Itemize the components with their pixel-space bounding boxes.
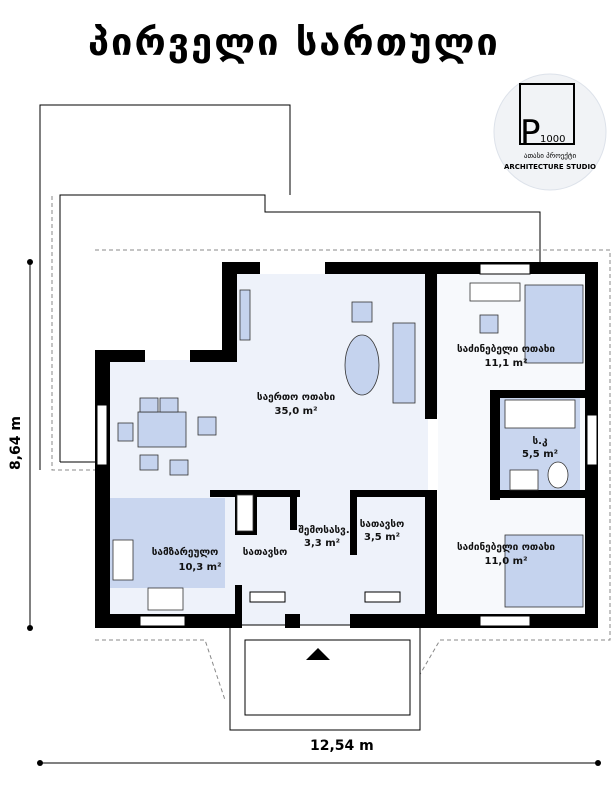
- svg-text:საძინებელი ოთახი: საძინებელი ოთახი: [457, 343, 555, 355]
- svg-text:1000: 1000: [540, 134, 565, 145]
- svg-text:12,54 m: 12,54 m: [310, 738, 374, 754]
- architecture-studio-logo: P 1000 ათასი პროექტი ARCHITECTURE STUDIO: [493, 73, 607, 191]
- room-living: საერთო ოთახი 35,0 m²: [257, 391, 336, 417]
- entrance-arrow-icon: [306, 648, 330, 660]
- floor-fill: [108, 274, 588, 731]
- furniture: [112, 282, 584, 611]
- svg-text:სათავსო: სათავსო: [360, 518, 405, 530]
- room-bathroom: ს.კ 5,5 m²: [522, 435, 558, 460]
- windows: [96, 263, 598, 627]
- dimension-depth: 8,64 m: [8, 259, 33, 631]
- room-bedroom-2: საძინებელი ოთახი 11,0 m²: [457, 541, 555, 567]
- svg-text:ს.კ: ს.კ: [532, 435, 547, 447]
- room-bedroom-1: საძინებელი ოთახი 11,1 m²: [457, 343, 555, 369]
- svg-text:შემოსასვ.: შემოსასვ.: [298, 524, 349, 536]
- svg-text:სათავსო: სათავსო: [243, 546, 288, 558]
- svg-text:3,5 m²: 3,5 m²: [364, 532, 400, 543]
- room-storage-2: სათავსო 3,5 m²: [360, 518, 405, 543]
- svg-text:11,0 m²: 11,0 m²: [485, 556, 528, 567]
- roof-outline: [51, 196, 611, 701]
- svg-text:საძინებელი ოთახი: საძინებელი ოთახი: [457, 541, 555, 553]
- svg-text:35,0 m²: 35,0 m²: [275, 406, 318, 417]
- svg-text:5,5 m²: 5,5 m²: [522, 449, 558, 460]
- room-kitchen: სამზარეულო 10,3 m²: [152, 546, 222, 573]
- room-storage-1: სათავსო: [243, 546, 288, 558]
- svg-text:8,64 m: 8,64 m: [8, 416, 24, 470]
- svg-text:11,1 m²: 11,1 m²: [485, 358, 528, 369]
- terrace: [39, 104, 541, 470]
- svg-text:ARCHITECTURE STUDIO: ARCHITECTURE STUDIO: [504, 163, 596, 171]
- svg-text:საერთო ოთახი: საერთო ოთახი: [257, 391, 336, 403]
- page-title: პირველი სართული: [88, 20, 500, 64]
- svg-text:10,3 m²: 10,3 m²: [179, 562, 222, 573]
- svg-text:3,3 m²: 3,3 m²: [304, 538, 340, 549]
- svg-text:სამზარეულო: სამზარეულო: [152, 546, 219, 558]
- svg-text:ათასი პროექტი: ათასი პროექტი: [524, 151, 577, 160]
- room-entrance: შემოსასვ. 3,3 m²: [298, 524, 349, 549]
- dimension-width: 12,54 m: [37, 738, 601, 766]
- svg-text:P: P: [520, 113, 541, 153]
